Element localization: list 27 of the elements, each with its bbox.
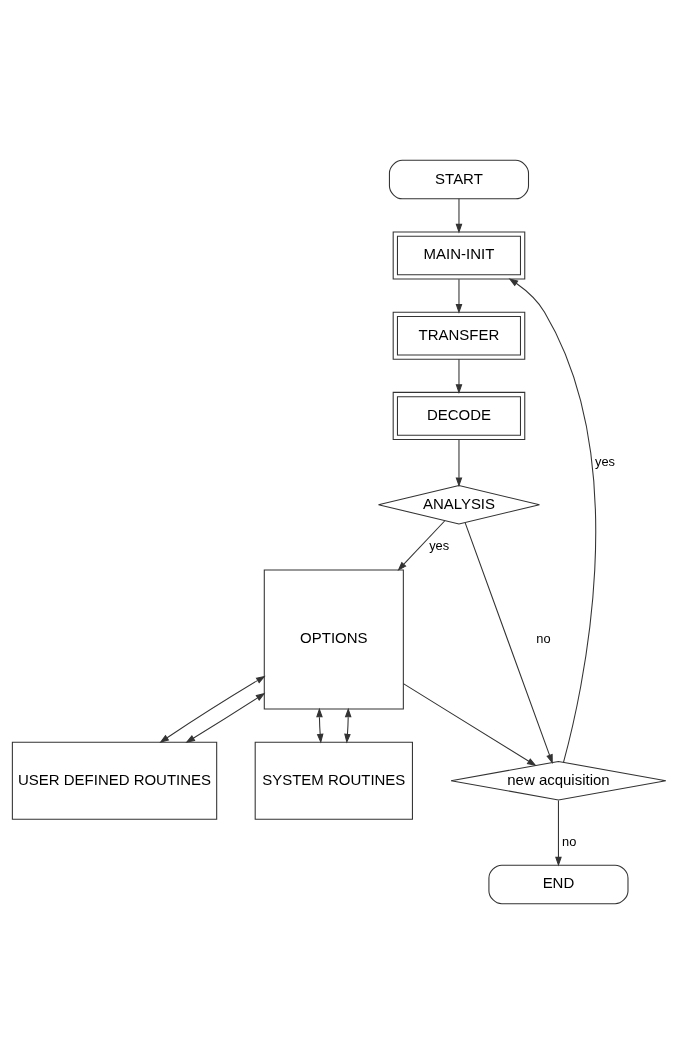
- node-box: OPTIONS: [263, 568, 404, 710]
- arrow: [159, 675, 266, 743]
- edge-label: yes: [595, 453, 615, 469]
- node-box: SYSTEM ROUTINES: [254, 741, 413, 820]
- arrow: [464, 521, 553, 764]
- arrow: [397, 519, 446, 571]
- node-diamond: ANALYSIS: [377, 484, 540, 525]
- node-box: TRANSFER: [392, 311, 526, 360]
- arrow: [185, 692, 266, 743]
- arrow: [455, 438, 463, 487]
- arrow: [555, 799, 562, 866]
- node-diamond: new acquisition: [450, 760, 667, 800]
- node-box: USER DEFINED ROUTINES: [11, 741, 218, 820]
- arrow: [455, 278, 463, 314]
- node-box: DECODE: [392, 391, 526, 440]
- arrow: [455, 197, 463, 234]
- arrow: [344, 707, 352, 743]
- edge-label: no: [536, 630, 551, 646]
- edge-label: yes: [429, 537, 450, 553]
- node-box: MAIN-INIT: [392, 230, 526, 280]
- arrow: [508, 277, 597, 763]
- arrow: [316, 707, 324, 743]
- node-box: START: [388, 159, 530, 199]
- node-box: END: [488, 864, 629, 904]
- edge-label: no: [562, 833, 577, 849]
- arrow: [402, 682, 537, 766]
- arrow: [455, 358, 463, 394]
